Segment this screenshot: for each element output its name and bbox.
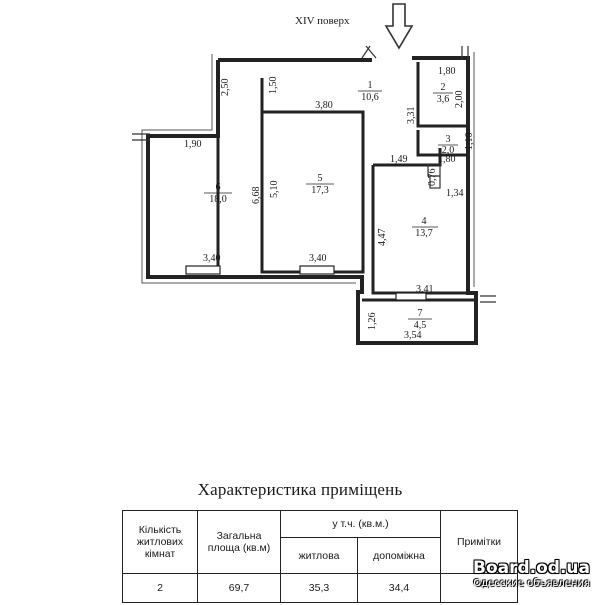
dimension-label: 3,40 bbox=[309, 253, 327, 264]
dimension-label: 2,00 bbox=[454, 91, 465, 109]
dimension-label: 3,41 bbox=[416, 284, 434, 295]
watermark-sub: Одесские объявления bbox=[473, 578, 590, 589]
specs-table: Кількість житлових кімнат Загальна площа… bbox=[122, 509, 518, 603]
cell-rooms-count: 2 bbox=[122, 573, 198, 603]
dimension-label: 1,80 bbox=[438, 154, 456, 165]
room-1-area: 10,6 bbox=[361, 92, 379, 103]
watermark-logo: Board.od.ua Одесские объявления bbox=[473, 558, 590, 589]
header-incl: у т.ч. (кв.м.) bbox=[280, 509, 441, 539]
room-5-number: 5 bbox=[318, 173, 323, 184]
room-4-number: 4 bbox=[422, 216, 427, 227]
dimension-label: 1,80 bbox=[438, 66, 456, 77]
dimension-label: 6,68 bbox=[251, 187, 262, 205]
room-3-number: 3 bbox=[446, 134, 451, 145]
wall-outlines bbox=[141, 52, 475, 287]
room-5-area: 17,3 bbox=[311, 185, 329, 196]
dimension-label: 1,34 bbox=[446, 188, 464, 199]
header-auxiliary: допоміжна bbox=[357, 537, 441, 574]
dimension-labels: 2,50 1,50 3,80 1,80 2,00 3,31 1,10 1,49 … bbox=[184, 66, 475, 341]
room-7-area: 4,5 bbox=[414, 320, 427, 331]
dimension-label: 1,50 bbox=[268, 77, 279, 95]
wall-details bbox=[132, 45, 496, 303]
dimension-label: 4,47 bbox=[377, 229, 388, 247]
table-row: 2 69,7 35,3 34,4 bbox=[122, 573, 518, 603]
entrance-arrow-icon bbox=[384, 3, 414, 50]
dimension-label: 3,31 bbox=[406, 107, 417, 125]
room-6-number: 6 bbox=[216, 182, 221, 193]
room-6-area: 18,0 bbox=[209, 194, 227, 205]
dimension-label: 1,90 bbox=[184, 139, 202, 150]
cell-auxiliary: 34,4 bbox=[357, 573, 441, 603]
room-1-number: 1 bbox=[368, 80, 373, 91]
dimension-label: 3,80 bbox=[315, 100, 333, 111]
windows bbox=[185, 265, 427, 301]
room-2-area: 3,6 bbox=[437, 94, 450, 105]
room-4-area: 13,7 bbox=[415, 228, 433, 239]
floor-plan: XIV поверх bbox=[132, 3, 496, 345]
table-title: Характеристика приміщень bbox=[197, 480, 403, 499]
cell-living: 35,3 bbox=[280, 573, 358, 603]
watermark-main: Board.od.ua bbox=[473, 558, 590, 578]
dimension-label: 5,10 bbox=[269, 181, 280, 199]
room-2-number: 2 bbox=[441, 82, 446, 93]
table-header-row: Кількість житлових кімнат Загальна площа… bbox=[122, 509, 518, 574]
dimension-label: 1,49 bbox=[390, 154, 408, 165]
floor-label: XIV поверх bbox=[295, 15, 350, 27]
dimension-label: 2,50 bbox=[220, 79, 231, 97]
room-7-number: 7 bbox=[418, 308, 423, 319]
header-living: житлова bbox=[280, 537, 358, 574]
header-total-area: Загальна площа (кв.м) bbox=[197, 510, 281, 574]
dimension-label: 3,54 bbox=[404, 330, 422, 341]
cell-total-area: 69,7 bbox=[197, 573, 281, 603]
cell-notes bbox=[440, 573, 518, 603]
dimension-label: 1,10 bbox=[464, 133, 475, 151]
room-labels: 1 10,6 2 3,6 3 2,0 4 13,7 5 17,3 6 18,0 … bbox=[204, 80, 458, 331]
dimension-label: 1,26 bbox=[367, 313, 378, 331]
header-rooms-count: Кількість житлових кімнат bbox=[122, 510, 198, 574]
table-subheader-row: житлова допоміжна bbox=[123, 537, 518, 574]
room-3-area: 2,0 bbox=[442, 145, 455, 156]
dimension-label: 0,76 bbox=[427, 169, 438, 187]
dimension-label: 3,40 bbox=[203, 253, 221, 264]
